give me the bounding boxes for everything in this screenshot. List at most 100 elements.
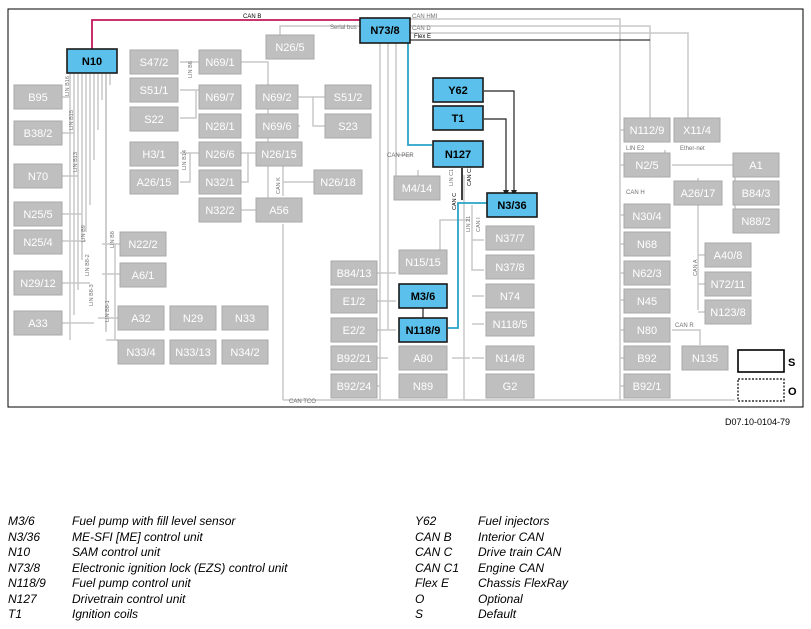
svg-text:H3/1: H3/1 [142, 149, 165, 161]
legend-desc: Fuel pump with fill level sensor [72, 514, 236, 528]
legend-desc: Fuel injectors [478, 514, 550, 528]
lin-21-label: LIN 21 [466, 216, 472, 232]
svg-text:N73/8: N73/8 [370, 25, 399, 37]
box-a26-15: A26/15 [129, 169, 179, 195]
legend-code: N3/36 [8, 530, 41, 544]
legend-code: N10 [8, 545, 31, 559]
reference-code: D07.10-0104-79 [725, 417, 791, 427]
legend: M3/6 Fuel pump with fill level sensor N3… [0, 510, 811, 625]
box-y62: Y62 [432, 77, 484, 103]
box-n26-5: N26/5 [265, 34, 315, 60]
can-h-label: CAN H [626, 190, 645, 196]
box-b92: B92 [623, 345, 671, 371]
can-hms-label: CAN HMI [412, 14, 438, 20]
legend-code: N118/9 [8, 576, 46, 590]
box-n127: N127 [432, 140, 484, 168]
svg-text:N118/5: N118/5 [493, 319, 528, 331]
legend-desc: Optional [478, 592, 523, 606]
box-b92-21: B92/21 [330, 345, 378, 371]
legend-desc: Ignition coils [72, 607, 139, 621]
svg-text:N33: N33 [235, 313, 255, 325]
box-x11-4: X11/4 [673, 117, 721, 143]
box-n72-11: N72/11 [704, 271, 752, 297]
svg-text:N32/1: N32/1 [205, 177, 234, 189]
box-n37-7: N37/7 [485, 225, 535, 251]
box-n26-15: N26/15 [255, 141, 303, 167]
box-n33: N33 [221, 305, 269, 331]
svg-text:T1: T1 [452, 113, 465, 125]
svg-text:N30/4: N30/4 [632, 211, 661, 223]
key-o-label: O [788, 386, 797, 398]
svg-text:N14/8: N14/8 [495, 353, 524, 365]
legend-desc: Engine CAN [478, 561, 545, 575]
can-i-label: CAN I [476, 217, 482, 232]
lin-b6-label: LIN B6 [188, 61, 194, 78]
bus-labels: CAN B Serial bus CAN HMI CAN D Flex E CA… [65, 14, 705, 405]
lin-b9-label: LIN B9 [81, 225, 87, 242]
box-n32-1: N32/1 [198, 169, 242, 195]
box-n73-8: N73/8 [359, 17, 411, 44]
svg-text:N45: N45 [637, 296, 657, 308]
can-c-line [448, 202, 487, 329]
box-n2-5: N2/5 [623, 152, 671, 178]
box-n33-13: N33/13 [169, 339, 217, 365]
legend-code: Flex E [415, 576, 450, 590]
box-n14-8: N14/8 [485, 345, 535, 371]
legend-desc: Drivetrain control unit [72, 592, 186, 606]
lin-b8-3-label: LIN B8-3 [89, 284, 95, 306]
svg-text:A33: A33 [28, 318, 48, 330]
box-n123-8: N123/8 [704, 299, 752, 325]
svg-text:N68: N68 [637, 239, 657, 251]
box-n33-4: N33/4 [117, 339, 165, 365]
box-n45: N45 [623, 288, 671, 314]
legend-code: S [415, 607, 424, 621]
svg-text:M3/6: M3/6 [411, 291, 435, 303]
svg-text:N26/15: N26/15 [261, 149, 296, 161]
box-n68: N68 [623, 231, 671, 257]
svg-text:Y62: Y62 [448, 85, 468, 97]
svg-text:A26/17: A26/17 [681, 188, 716, 200]
box-n25-4: N25/4 [13, 229, 63, 255]
box-n69-7: N69/7 [198, 84, 242, 110]
svg-text:A56: A56 [269, 205, 289, 217]
box-n69-1: N69/1 [198, 49, 242, 75]
box-n28-1: N28/1 [198, 113, 242, 139]
svg-text:N26/18: N26/18 [320, 177, 355, 189]
box-n26-18: N26/18 [313, 169, 363, 195]
lin-b8-label: LIN B8 [110, 231, 116, 248]
svg-text:M4/14: M4/14 [402, 183, 433, 195]
box-n34-2: N34/2 [221, 339, 269, 365]
svg-text:N62/3: N62/3 [632, 268, 661, 280]
legend-code: O [415, 592, 425, 606]
svg-text:N74: N74 [500, 291, 520, 303]
svg-text:N34/2: N34/2 [230, 347, 259, 359]
svg-text:S51/2: S51/2 [334, 92, 363, 104]
box-n30-4: N30/4 [623, 203, 671, 229]
svg-text:B95: B95 [28, 92, 48, 104]
svg-text:N123/8: N123/8 [710, 307, 745, 319]
box-n69-2: N69/2 [255, 84, 299, 110]
svg-text:B92/21: B92/21 [337, 353, 372, 365]
svg-text:E1/2: E1/2 [343, 296, 366, 308]
box-n118-5: N118/5 [485, 311, 535, 337]
can-per-line [407, 42, 432, 146]
svg-text:N22/2: N22/2 [128, 239, 157, 251]
lin-e2-label: LIN E2 [626, 146, 645, 152]
can-per-label: CAN PER [387, 153, 414, 159]
svg-text:S51/1: S51/1 [140, 85, 169, 97]
box-a32: A32 [117, 305, 165, 331]
svg-text:B84/3: B84/3 [742, 188, 771, 200]
svg-text:N72/11: N72/11 [711, 279, 746, 291]
legend-code: T1 [8, 607, 23, 621]
network-diagram: CAN B Serial bus CAN HMI CAN D Flex E CA… [7, 8, 804, 408]
svg-text:N37/8: N37/8 [495, 262, 524, 274]
can-b-line [91, 19, 360, 49]
svg-text:N118/9: N118/9 [406, 325, 441, 337]
key-s-label: S [788, 357, 795, 369]
legend-desc: SAM control unit [72, 545, 161, 559]
box-a1: A1 [732, 152, 780, 178]
svg-text:N70: N70 [28, 171, 48, 183]
svg-text:N10: N10 [82, 56, 102, 68]
box-g2: G2 [485, 373, 535, 399]
svg-text:N2/5: N2/5 [635, 160, 658, 172]
